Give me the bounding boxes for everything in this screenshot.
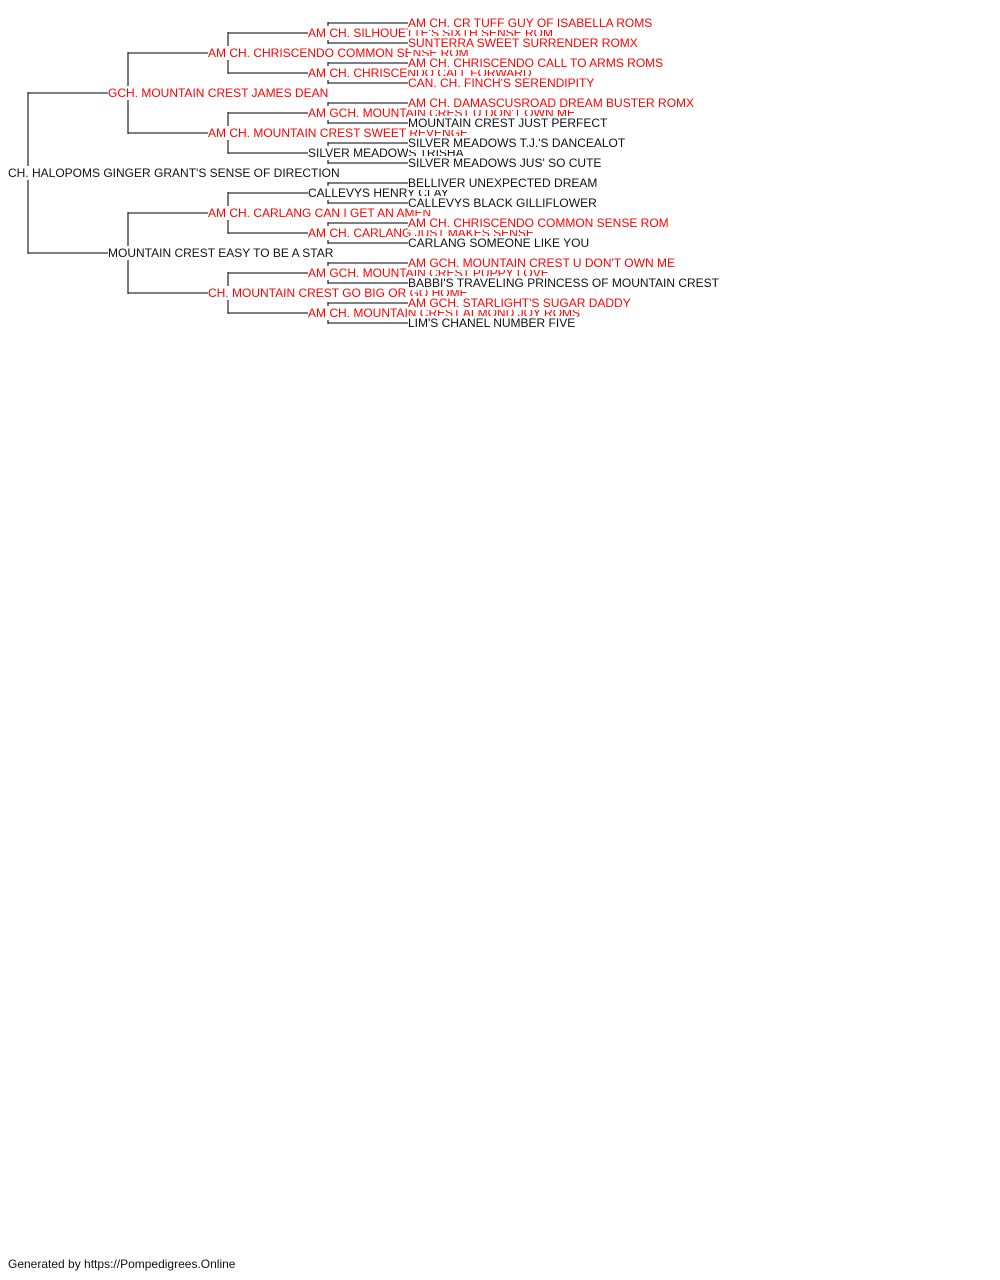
pedigree-entry-gen1[interactable]: MOUNTAIN CREST EASY TO BE A STAR <box>108 246 336 260</box>
pedigree-entry-gen2[interactable]: AM CH. CARLANG CAN I GET AN AMEN <box>208 206 434 220</box>
pedigree-entry-gen4[interactable]: AM GCH. MOUNTAIN CREST U DON'T OWN ME <box>408 256 677 270</box>
pedigree-entry-gen4[interactable]: LIM'S CHANEL NUMBER FIVE <box>408 316 578 330</box>
pedigree-entry-gen2[interactable]: AM CH. MOUNTAIN CREST SWEET REVENGE <box>208 126 471 140</box>
pedigree-entry-gen1[interactable]: GCH. MOUNTAIN CREST JAMES DEAN <box>108 86 331 100</box>
pedigree-entry-gen4[interactable]: AM GCH. STARLIGHT'S SUGAR DADDY <box>408 296 633 310</box>
pedigree-entry-gen4[interactable]: BELLIVER UNEXPECTED DREAM <box>408 176 600 190</box>
pedigree-entry-gen4[interactable]: CARLANG SOMEONE LIKE YOU <box>408 236 592 250</box>
pedigree-entry-gen4[interactable]: SILVER MEADOWS T.J.'S DANCEALOT <box>408 136 628 150</box>
pedigree-entry-gen2[interactable]: CH. MOUNTAIN CREST GO BIG OR GO HOME <box>208 286 470 300</box>
pedigree-entry-gen4[interactable]: AM CH. CHRISCENDO COMMON SENSE ROM <box>408 216 671 230</box>
pedigree-entry-gen4[interactable]: MOUNTAIN CREST JUST PERFECT <box>408 116 610 130</box>
generated-by-footer[interactable]: Generated by https://Pompedigrees.Online <box>8 1257 236 1271</box>
pedigree-entry-gen2[interactable]: AM CH. CHRISCENDO COMMON SENSE ROM <box>208 46 471 60</box>
pedigree-entry-gen4[interactable]: SILVER MEADOWS JUS' SO CUTE <box>408 156 604 170</box>
pedigree-entry-gen4[interactable]: AM CH. DAMASCUSROAD DREAM BUSTER ROMX <box>408 96 697 110</box>
pedigree-entry-gen4[interactable]: SUNTERRA SWEET SURRENDER ROMX <box>408 36 640 50</box>
pedigree-entry-gen4[interactable]: AM CH. CR TUFF GUY OF ISABELLA ROMS <box>408 16 655 30</box>
pedigree-entry-gen4[interactable]: CAN. CH. FINCH'S SERENDIPITY <box>408 76 597 90</box>
pedigree-entry-gen0[interactable]: CH. HALOPOMS GINGER GRANT'S SENSE OF DIR… <box>8 166 342 180</box>
pedigree-entry-gen4[interactable]: AM CH. CHRISCENDO CALL TO ARMS ROMS <box>408 56 666 70</box>
pedigree-entry-gen4[interactable]: CALLEVYS BLACK GILLIFLOWER <box>408 196 599 210</box>
pedigree-entry-gen4[interactable]: BABBI'S TRAVELING PRINCESS OF MOUNTAIN C… <box>408 276 722 290</box>
